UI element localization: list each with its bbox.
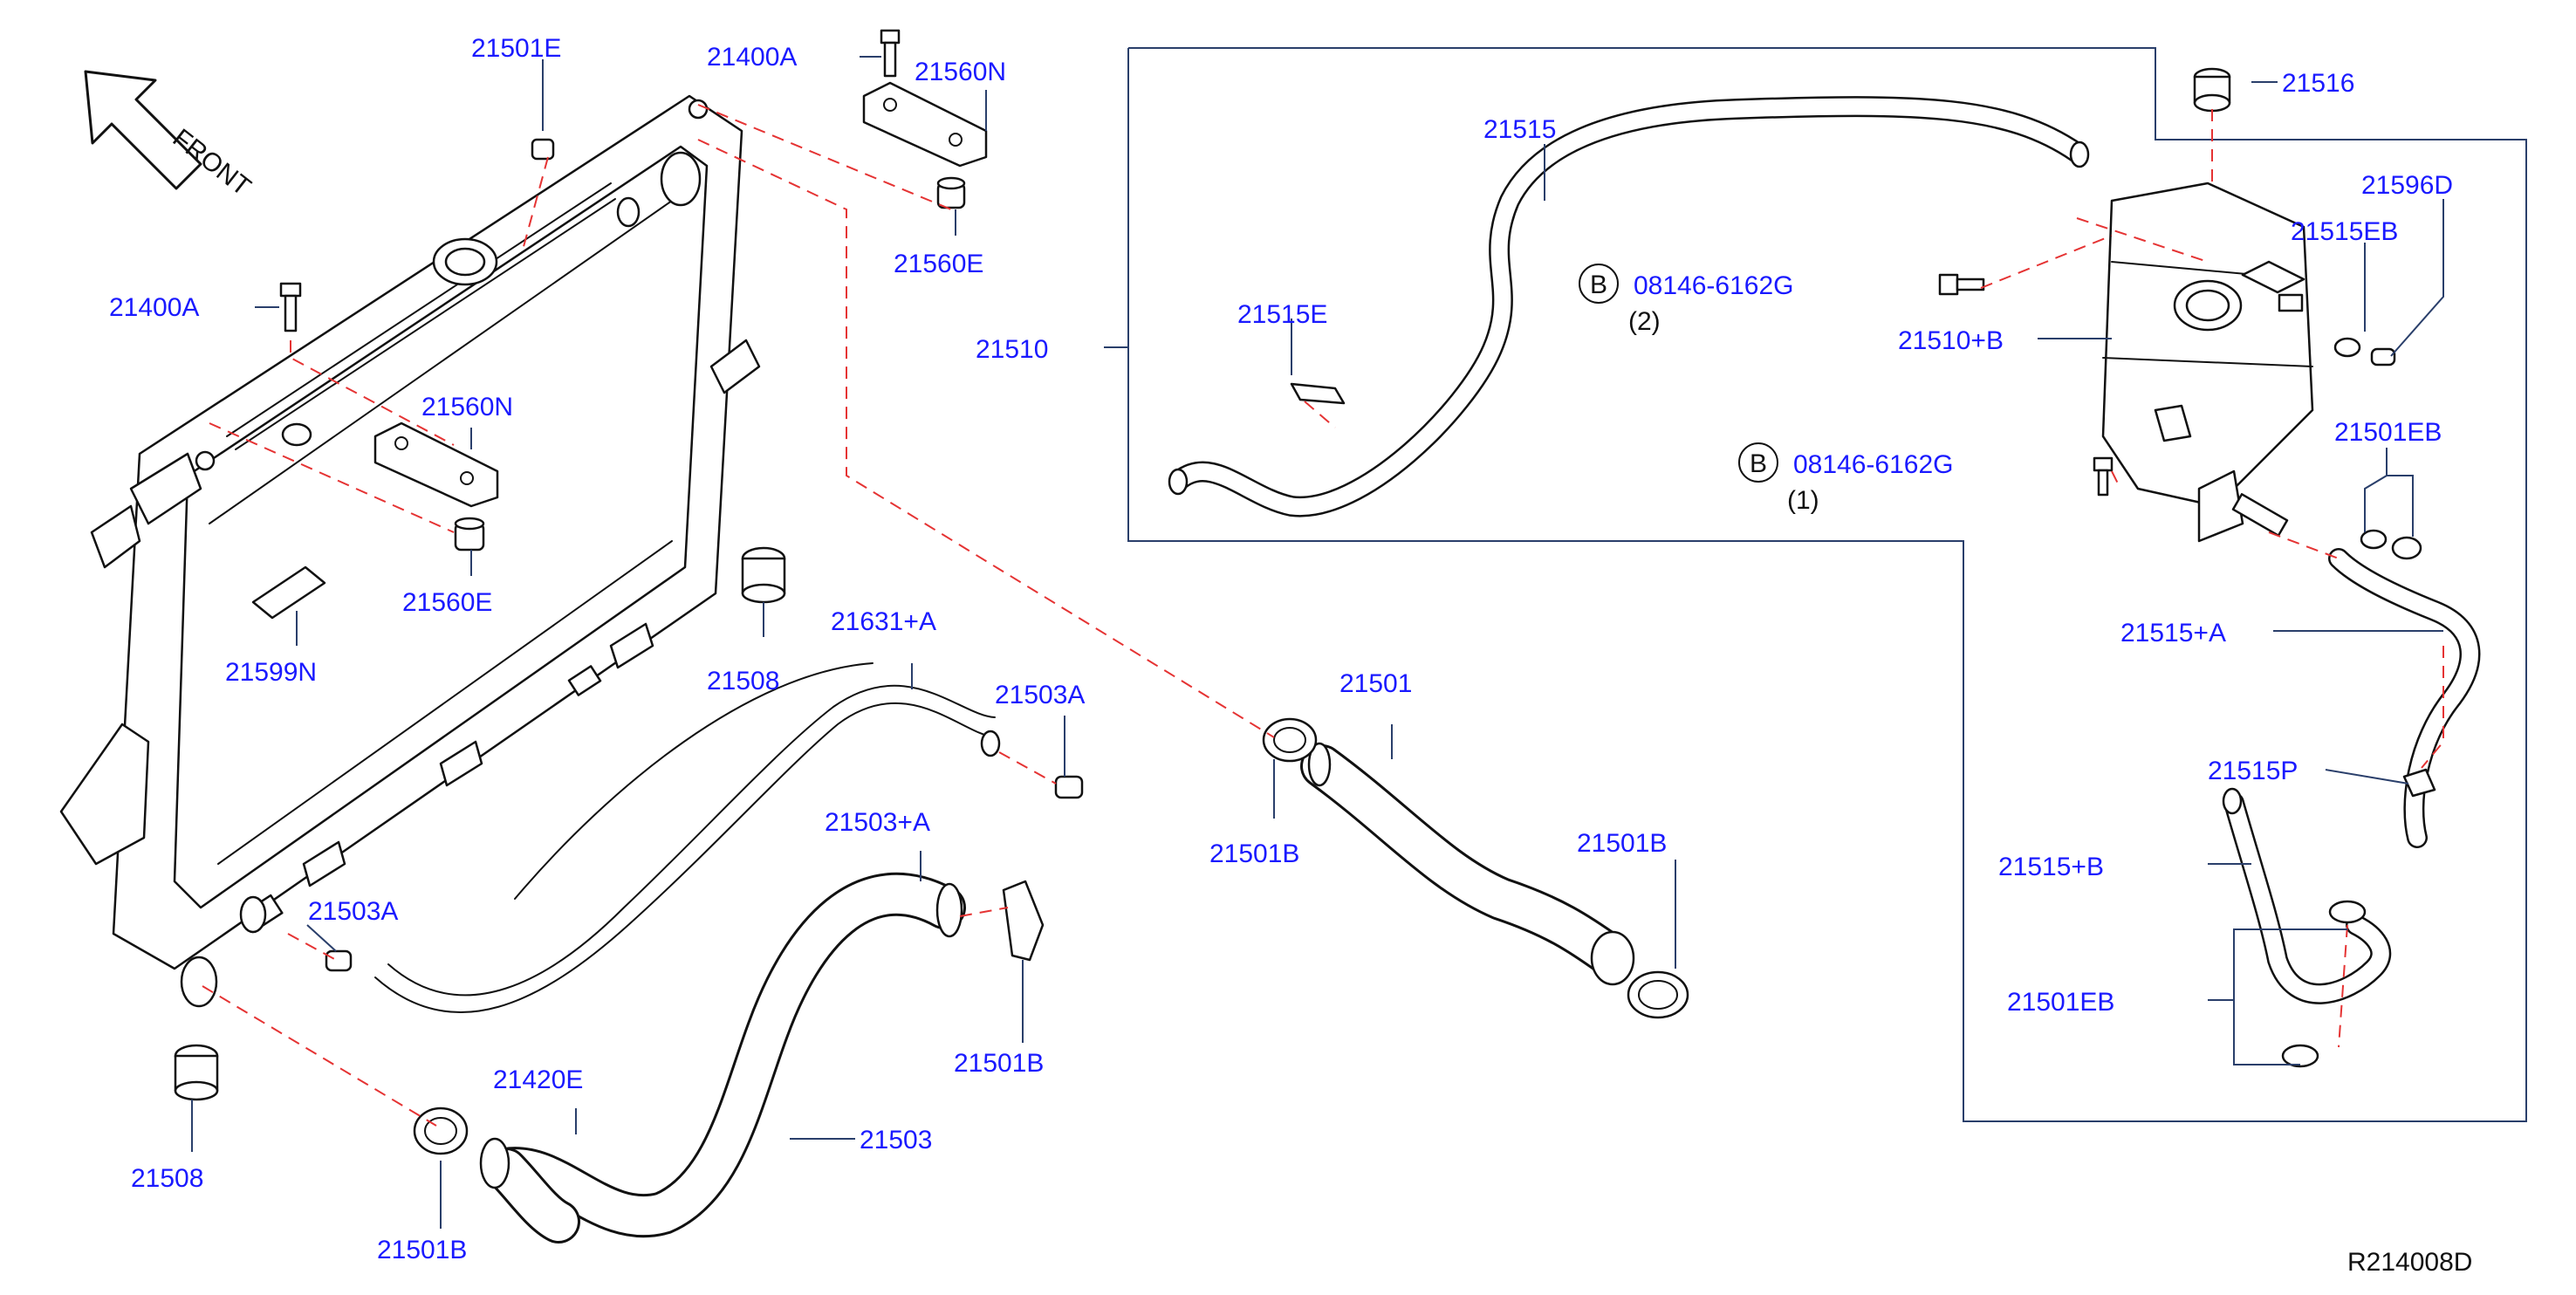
bolt-21510b-icon [1938, 273, 1985, 296]
bolt-symbol-lower [1738, 442, 1778, 483]
part-label-21501b-clip: 21501B [954, 1049, 1044, 1078]
clamp-21503a-right-icon [1054, 775, 1084, 799]
mount-21508-low-icon [174, 1044, 219, 1101]
part-label-21560n-top: 21560N [915, 58, 1006, 86]
clamp-21501eb-top-icon [2360, 529, 2422, 560]
part-label-21560e-mid: 21560E [402, 588, 492, 617]
cap-21516-icon [2193, 67, 2231, 113]
bracket-21560n-mid-icon [373, 421, 499, 508]
clamp-21501eb-bottom-b-icon [2281, 1044, 2319, 1068]
bolt-21400a-left-icon [279, 282, 302, 332]
part-label-21508-low: 21508 [131, 1164, 203, 1193]
diagram-reference: R214008D [2347, 1248, 2472, 1277]
clamp-21501b-bottom-icon [413, 1107, 469, 1155]
part-label-21560e-top: 21560E [894, 250, 983, 278]
bolt-qty-upper: (2) [1628, 307, 1661, 336]
part-label-21631a: 21631+A [831, 607, 936, 636]
clamp-21501b-right-icon [1627, 970, 1689, 1019]
part-label-21501: 21501 [1339, 669, 1412, 698]
hose-21515a [2328, 548, 2481, 848]
bolt-callout-upper: B 08146-6162G (2) [1579, 264, 1794, 336]
front-arrow-icon [84, 70, 202, 190]
part-label-21515a: 21515+A [2120, 619, 2226, 648]
grommet-21560e-top-icon [936, 176, 966, 209]
leader-lines [191, 56, 2444, 1229]
part-label-21515b: 21515+B [1998, 853, 2104, 881]
part-label-21501eb-top: 21501EB [2334, 418, 2442, 447]
clip-21515p-icon [2402, 768, 2436, 798]
part-label-21515e: 21515E [1237, 300, 1327, 329]
part-label-21501eb-bottom: 21501EB [2007, 988, 2114, 1017]
part-label-21400a-left: 21400A [109, 293, 199, 322]
clamp-21501eb-bottom-a-icon [2328, 900, 2367, 924]
clip-21501b-icon [1002, 880, 1045, 962]
bolt-code-lower: 08146-6162G [1793, 450, 1954, 479]
radiator [59, 94, 761, 1008]
part-label-21501b-right: 21501B [1577, 829, 1667, 858]
cap-21596d-icon [2370, 347, 2396, 367]
grommet-21560e-mid-icon [454, 517, 485, 552]
part-label-21515: 21515 [1483, 115, 1556, 144]
hose-21515 [1168, 96, 2090, 517]
part-label-21420e: 21420E [493, 1065, 583, 1094]
part-label-21599n: 21599N [225, 658, 317, 687]
part-label-21501b-upper: 21501B [1209, 839, 1299, 868]
clamp-21501e-icon [531, 138, 555, 161]
part-label-21503a-right: 21503A [995, 681, 1085, 709]
bolt-lower-tank-icon [2093, 456, 2114, 497]
part-label-21510b: 21510+B [1898, 326, 2004, 355]
part-label-21596d: 21596D [2361, 171, 2453, 200]
part-label-21515eb: 21515EB [2291, 217, 2398, 246]
part-label-21501b-bottom: 21501B [377, 1236, 467, 1264]
part-label-21516: 21516 [2282, 69, 2354, 98]
bolt-qty-lower: (1) [1787, 486, 1819, 515]
hose-21631a [374, 662, 1001, 1014]
clamp-21501b-upper-icon [1262, 717, 1318, 763]
part-label-21510: 21510 [976, 335, 1048, 364]
clamp-21503a-left-icon [325, 949, 353, 972]
part-label-21400a-top: 21400A [707, 43, 797, 72]
part-label-21501e: 21501E [471, 34, 561, 63]
bolt-symbol-upper-text: B [1590, 271, 1607, 299]
part-label-21515p: 21515P [2208, 757, 2298, 785]
part-label-21560n-mid: 21560N [421, 393, 513, 421]
hose-21503 [479, 872, 966, 1244]
clamp-21515eb-icon [2333, 337, 2361, 358]
reservoir-tank [2101, 182, 2314, 543]
part-label-21503a-plus: 21503+A [825, 808, 930, 837]
part-label-21508-mid: 21508 [707, 667, 779, 695]
bolt-21400a-top-icon [880, 29, 901, 78]
clip-21515e-icon [1290, 382, 1346, 405]
reservoir-group-outline [1127, 47, 2527, 1122]
hose-21501 [1300, 742, 1635, 986]
bolt-symbol-lower-text: B [1750, 449, 1767, 478]
bolt-symbol-upper [1579, 264, 1619, 304]
mount-21508-mid-icon [741, 546, 786, 604]
dashed-guides [202, 104, 2444, 1127]
bolt-code-upper: 08146-6162G [1634, 271, 1794, 300]
hose-21515b [2222, 787, 2392, 1004]
part-label-21503: 21503 [860, 1126, 932, 1155]
pad-21599n-icon [251, 565, 326, 620]
part-label-21503a-left: 21503A [308, 897, 398, 926]
bracket-21560n-top-icon [862, 81, 988, 168]
bolt-callout-lower: B 08146-6162G (1) [1738, 442, 1954, 515]
